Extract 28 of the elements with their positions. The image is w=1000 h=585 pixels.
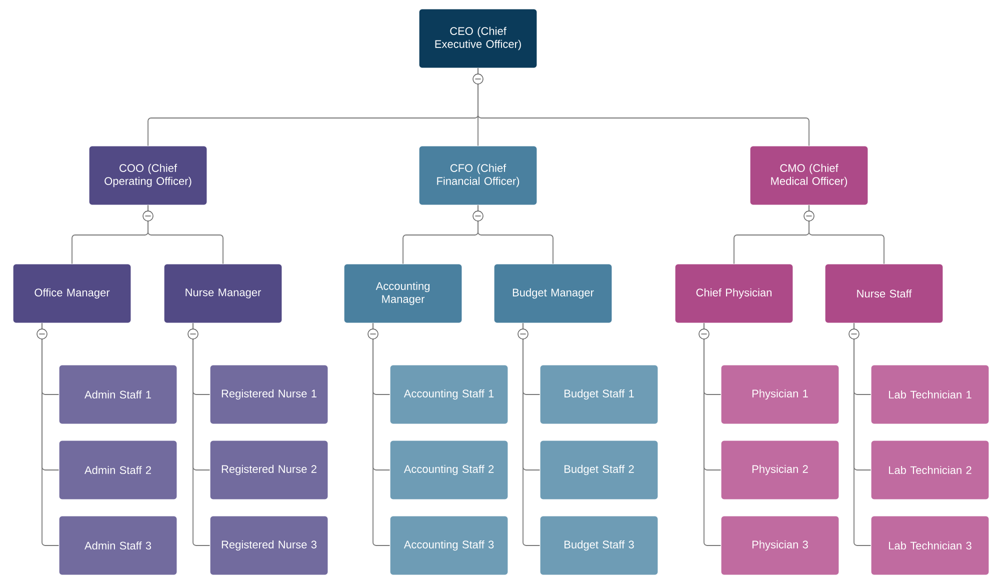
role-box: CMO (Chief Medical Officer) (750, 146, 868, 206)
role-box: Accounting Staff 2 (390, 440, 508, 500)
role-box: Lab Technician 3 (870, 516, 990, 576)
role-box: Physician 2 (720, 440, 840, 500)
role-box: Admin Staff 1 (58, 364, 178, 424)
role-box: Budget Staff 1 (540, 364, 658, 424)
role-box: Registered Nurse 2 (210, 440, 328, 500)
role-box: Chief Physician (674, 264, 794, 324)
role-box: Admin Staff 2 (58, 440, 178, 500)
role-box: Accounting Manager (344, 264, 462, 324)
role-box: Registered Nurse 3 (210, 516, 328, 576)
role-box: CEO (Chief Executive Officer) (418, 8, 538, 68)
role-box: Accounting Staff 3 (390, 516, 508, 576)
role-box: Office Manager (12, 264, 132, 324)
role-box: Registered Nurse 1 (210, 364, 328, 424)
role-box: Budget Manager (494, 264, 612, 324)
role-box: Accounting Staff 1 (390, 364, 508, 424)
role-box: Lab Technician 1 (870, 364, 990, 424)
role-box: Nurse Manager (164, 264, 282, 324)
role-box: CFO (Chief Financial Officer) (418, 146, 538, 206)
role-box: Lab Technician 2 (870, 440, 990, 500)
role-box: Admin Staff 3 (58, 516, 178, 576)
role-box: Physician 1 (720, 364, 840, 424)
role-box: Nurse Staff (824, 264, 944, 324)
role-box: Budget Staff 2 (540, 440, 658, 500)
role-box: Physician 3 (720, 516, 840, 576)
role-box: Budget Staff 3 (540, 516, 658, 576)
role-box: COO (Chief Operating Officer) (88, 146, 208, 206)
